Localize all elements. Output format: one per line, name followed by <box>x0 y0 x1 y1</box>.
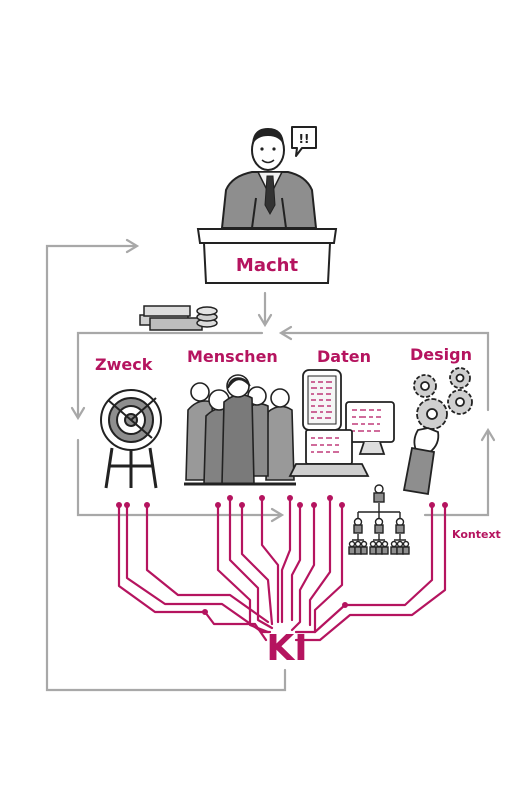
circuit-daten-1 <box>290 503 316 632</box>
microphone-right <box>281 197 287 229</box>
circuit-zweck-3 <box>145 503 270 624</box>
circuit-daten-2 <box>308 496 332 627</box>
speech-bubble <box>291 126 317 157</box>
circuit-endpoints <box>116 495 448 615</box>
circuit-design-1 <box>313 503 434 634</box>
speech-bubble-text: !! <box>299 132 310 146</box>
desktop-monitor <box>345 401 395 443</box>
microphone-left <box>251 197 257 229</box>
upper-rail-right <box>281 331 490 412</box>
lower-rail-left <box>76 438 282 517</box>
circuit-left-long <box>203 610 268 642</box>
circuit-menschen-4 <box>260 496 280 624</box>
people-group-icon <box>184 374 296 486</box>
speaker-tie <box>264 175 276 216</box>
speaker-hair <box>252 128 284 146</box>
speaker-mouth <box>261 159 275 164</box>
outer-feedback-loop <box>45 244 287 692</box>
circuit-menschen-2 <box>228 496 274 630</box>
macht-label: Macht <box>236 255 299 276</box>
podium: Macht <box>196 228 338 284</box>
laptop-screen <box>305 429 353 465</box>
zweck-label: Zweck <box>95 355 153 374</box>
target-icon <box>100 389 162 489</box>
menschen-label: Menschen <box>187 347 278 366</box>
money-stack-icon <box>139 305 218 331</box>
arm-sleeve <box>402 446 436 496</box>
circuit-daten-3 <box>294 503 344 634</box>
lower-rail-left-arrowhead <box>270 507 285 523</box>
outer-loop-arrowhead <box>125 238 140 254</box>
hand-gears-icon <box>402 367 473 496</box>
circuit-center-1 <box>280 496 292 624</box>
circuit-zweck-2 <box>125 503 272 634</box>
circuit-design-2 <box>294 503 447 642</box>
devices-icon <box>288 369 395 477</box>
circuit-menschen-3 <box>240 503 274 626</box>
ki-label: KI <box>266 628 307 669</box>
kontext-label: Kontext <box>452 528 501 541</box>
lower-rail-right-arrowhead <box>480 427 496 442</box>
upper-rail-left <box>76 331 264 417</box>
daten-label: Daten <box>317 347 371 366</box>
circuit-center-2 <box>290 503 302 622</box>
circuit-zweck-1 <box>117 503 207 614</box>
design-label: Design <box>410 345 472 364</box>
upper-rail-left-arrowhead <box>70 406 86 421</box>
podium-front <box>202 242 332 284</box>
org-chart-icon <box>348 484 410 555</box>
podium-down-arrowhead <box>257 313 273 328</box>
speaker-figure: !! <box>220 126 318 229</box>
circuit-lines <box>117 496 447 642</box>
upper-rail-right-arrowhead <box>278 325 293 341</box>
laptop-base <box>288 463 370 477</box>
podium-top <box>196 228 338 244</box>
easel-legs <box>104 447 158 489</box>
